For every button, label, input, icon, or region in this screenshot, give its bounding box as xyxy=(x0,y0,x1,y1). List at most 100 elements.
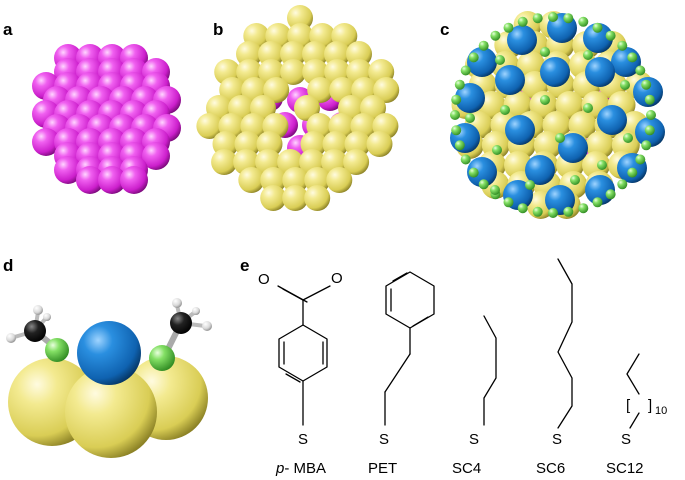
sulfur-atom xyxy=(500,105,510,115)
sulfur-label: S xyxy=(621,431,631,448)
gold-atom xyxy=(324,41,350,67)
sulfur-atom xyxy=(641,79,652,90)
gold-atom xyxy=(373,77,400,103)
sulfur-atom xyxy=(525,180,535,190)
gold-atom xyxy=(346,41,372,67)
core-atom xyxy=(76,166,104,194)
ligand-blue-atom xyxy=(633,77,663,107)
sulfur-atom xyxy=(548,12,558,22)
gold-atom xyxy=(258,41,284,67)
sulfur-atom xyxy=(635,154,646,165)
sulfur-atom xyxy=(583,50,593,60)
sulfur-atom xyxy=(644,94,655,105)
sulfur-atom xyxy=(578,16,589,27)
ligand-protected-cluster xyxy=(450,11,665,219)
gold-atom xyxy=(555,91,584,119)
hydrogen-atom xyxy=(6,333,16,343)
ligand-blue-atom xyxy=(467,157,497,187)
sulfur-atom xyxy=(605,30,616,41)
gold-atom xyxy=(343,149,370,175)
sulfur-atom xyxy=(563,13,574,24)
gold-atom xyxy=(326,167,353,193)
gold-atom xyxy=(529,91,558,119)
gold-atom xyxy=(280,41,306,67)
sulfur-label: S xyxy=(552,431,562,448)
structure-sc6: S xyxy=(552,258,573,448)
gold-shell-cluster xyxy=(196,5,400,211)
oxygen-label: O xyxy=(331,270,343,287)
hydrogen-atom xyxy=(43,313,51,321)
hydrogen-atom xyxy=(202,321,212,331)
gold-atom xyxy=(302,41,328,67)
ligand-name-pet: PET xyxy=(368,460,397,477)
sulfur-atom xyxy=(641,140,652,151)
sulfur-atom xyxy=(45,338,69,362)
sulfur-atom xyxy=(465,113,475,123)
panel-label-c: c xyxy=(440,20,449,39)
bracket-close: ] xyxy=(648,397,652,414)
sulfur-atom xyxy=(451,125,462,136)
panel-label-d: d xyxy=(3,256,13,275)
sulfur-atom xyxy=(592,197,603,208)
ligand-name-p-mba: p- MBA xyxy=(275,460,326,477)
sulfur-atom xyxy=(540,47,550,57)
sulfur-atom xyxy=(555,133,565,143)
sulfur-atom xyxy=(517,203,528,214)
gold-atom xyxy=(196,113,223,139)
sulfur-atom xyxy=(617,40,628,51)
sulfur-atom xyxy=(468,52,479,63)
panel-label-a: a xyxy=(3,20,13,39)
structure-pet: S xyxy=(379,271,435,448)
sulfur-atom xyxy=(617,179,628,190)
gold-atom xyxy=(280,59,307,85)
ligand-name-sc6: SC6 xyxy=(536,460,565,477)
core-atom xyxy=(54,156,82,184)
sulfur-label: S xyxy=(298,431,308,448)
ligand-blue-atom xyxy=(495,65,525,95)
carbon-atom xyxy=(24,320,46,342)
structure-sc12: [ ] 10 S xyxy=(621,353,667,448)
gold-atom xyxy=(211,149,238,175)
sulfur-atom xyxy=(492,145,502,155)
ligand-blue-atom xyxy=(455,83,485,113)
structure-p-mba: O O S xyxy=(258,270,343,448)
sulfur-atom xyxy=(149,345,175,371)
sulfur-atom xyxy=(623,133,633,143)
sulfur-atom xyxy=(583,103,593,113)
hydrogen-atom xyxy=(172,298,182,308)
gold-atom xyxy=(65,366,157,458)
sulfur-atom xyxy=(597,160,607,170)
ligand-name-sc4: SC4 xyxy=(452,460,481,477)
sulfur-atom xyxy=(578,203,589,214)
ligand-blue-atom xyxy=(583,23,613,53)
structure-sc4: S xyxy=(469,315,497,448)
gold-atom xyxy=(304,185,331,211)
gold-atom xyxy=(503,91,532,119)
sulfur-atom xyxy=(490,30,501,41)
sulfur-atom xyxy=(635,65,646,76)
sulfur-atom xyxy=(454,140,465,151)
sulfur-atom xyxy=(478,40,489,51)
sulfur-atom xyxy=(495,55,505,65)
ligand-blue-atom xyxy=(597,105,627,135)
ligand-blue-atom xyxy=(507,25,537,55)
sulfur-atom xyxy=(592,22,603,33)
ligand-blue-atom xyxy=(558,133,588,163)
sulfur-atom xyxy=(627,167,638,178)
ligand-name-sc12: SC12 xyxy=(606,460,644,477)
staple-motif-model xyxy=(6,298,212,458)
gold-atom xyxy=(304,167,331,193)
ligand-blue-atom xyxy=(467,47,497,77)
ligand-blue-atom xyxy=(540,57,570,87)
sulfur-atom xyxy=(503,197,514,208)
panel-label-e: e xyxy=(240,256,249,275)
sulfur-atom xyxy=(478,179,489,190)
sulfur-atom xyxy=(532,13,543,24)
sulfur-atom xyxy=(468,167,479,178)
ligand-structures: O O S S S S [ ] xyxy=(258,258,667,477)
core-atom xyxy=(142,142,170,170)
ligand-name-mba: - MBA xyxy=(284,460,326,477)
sulfur-atom xyxy=(460,154,471,165)
sulfur-atom xyxy=(605,189,616,200)
